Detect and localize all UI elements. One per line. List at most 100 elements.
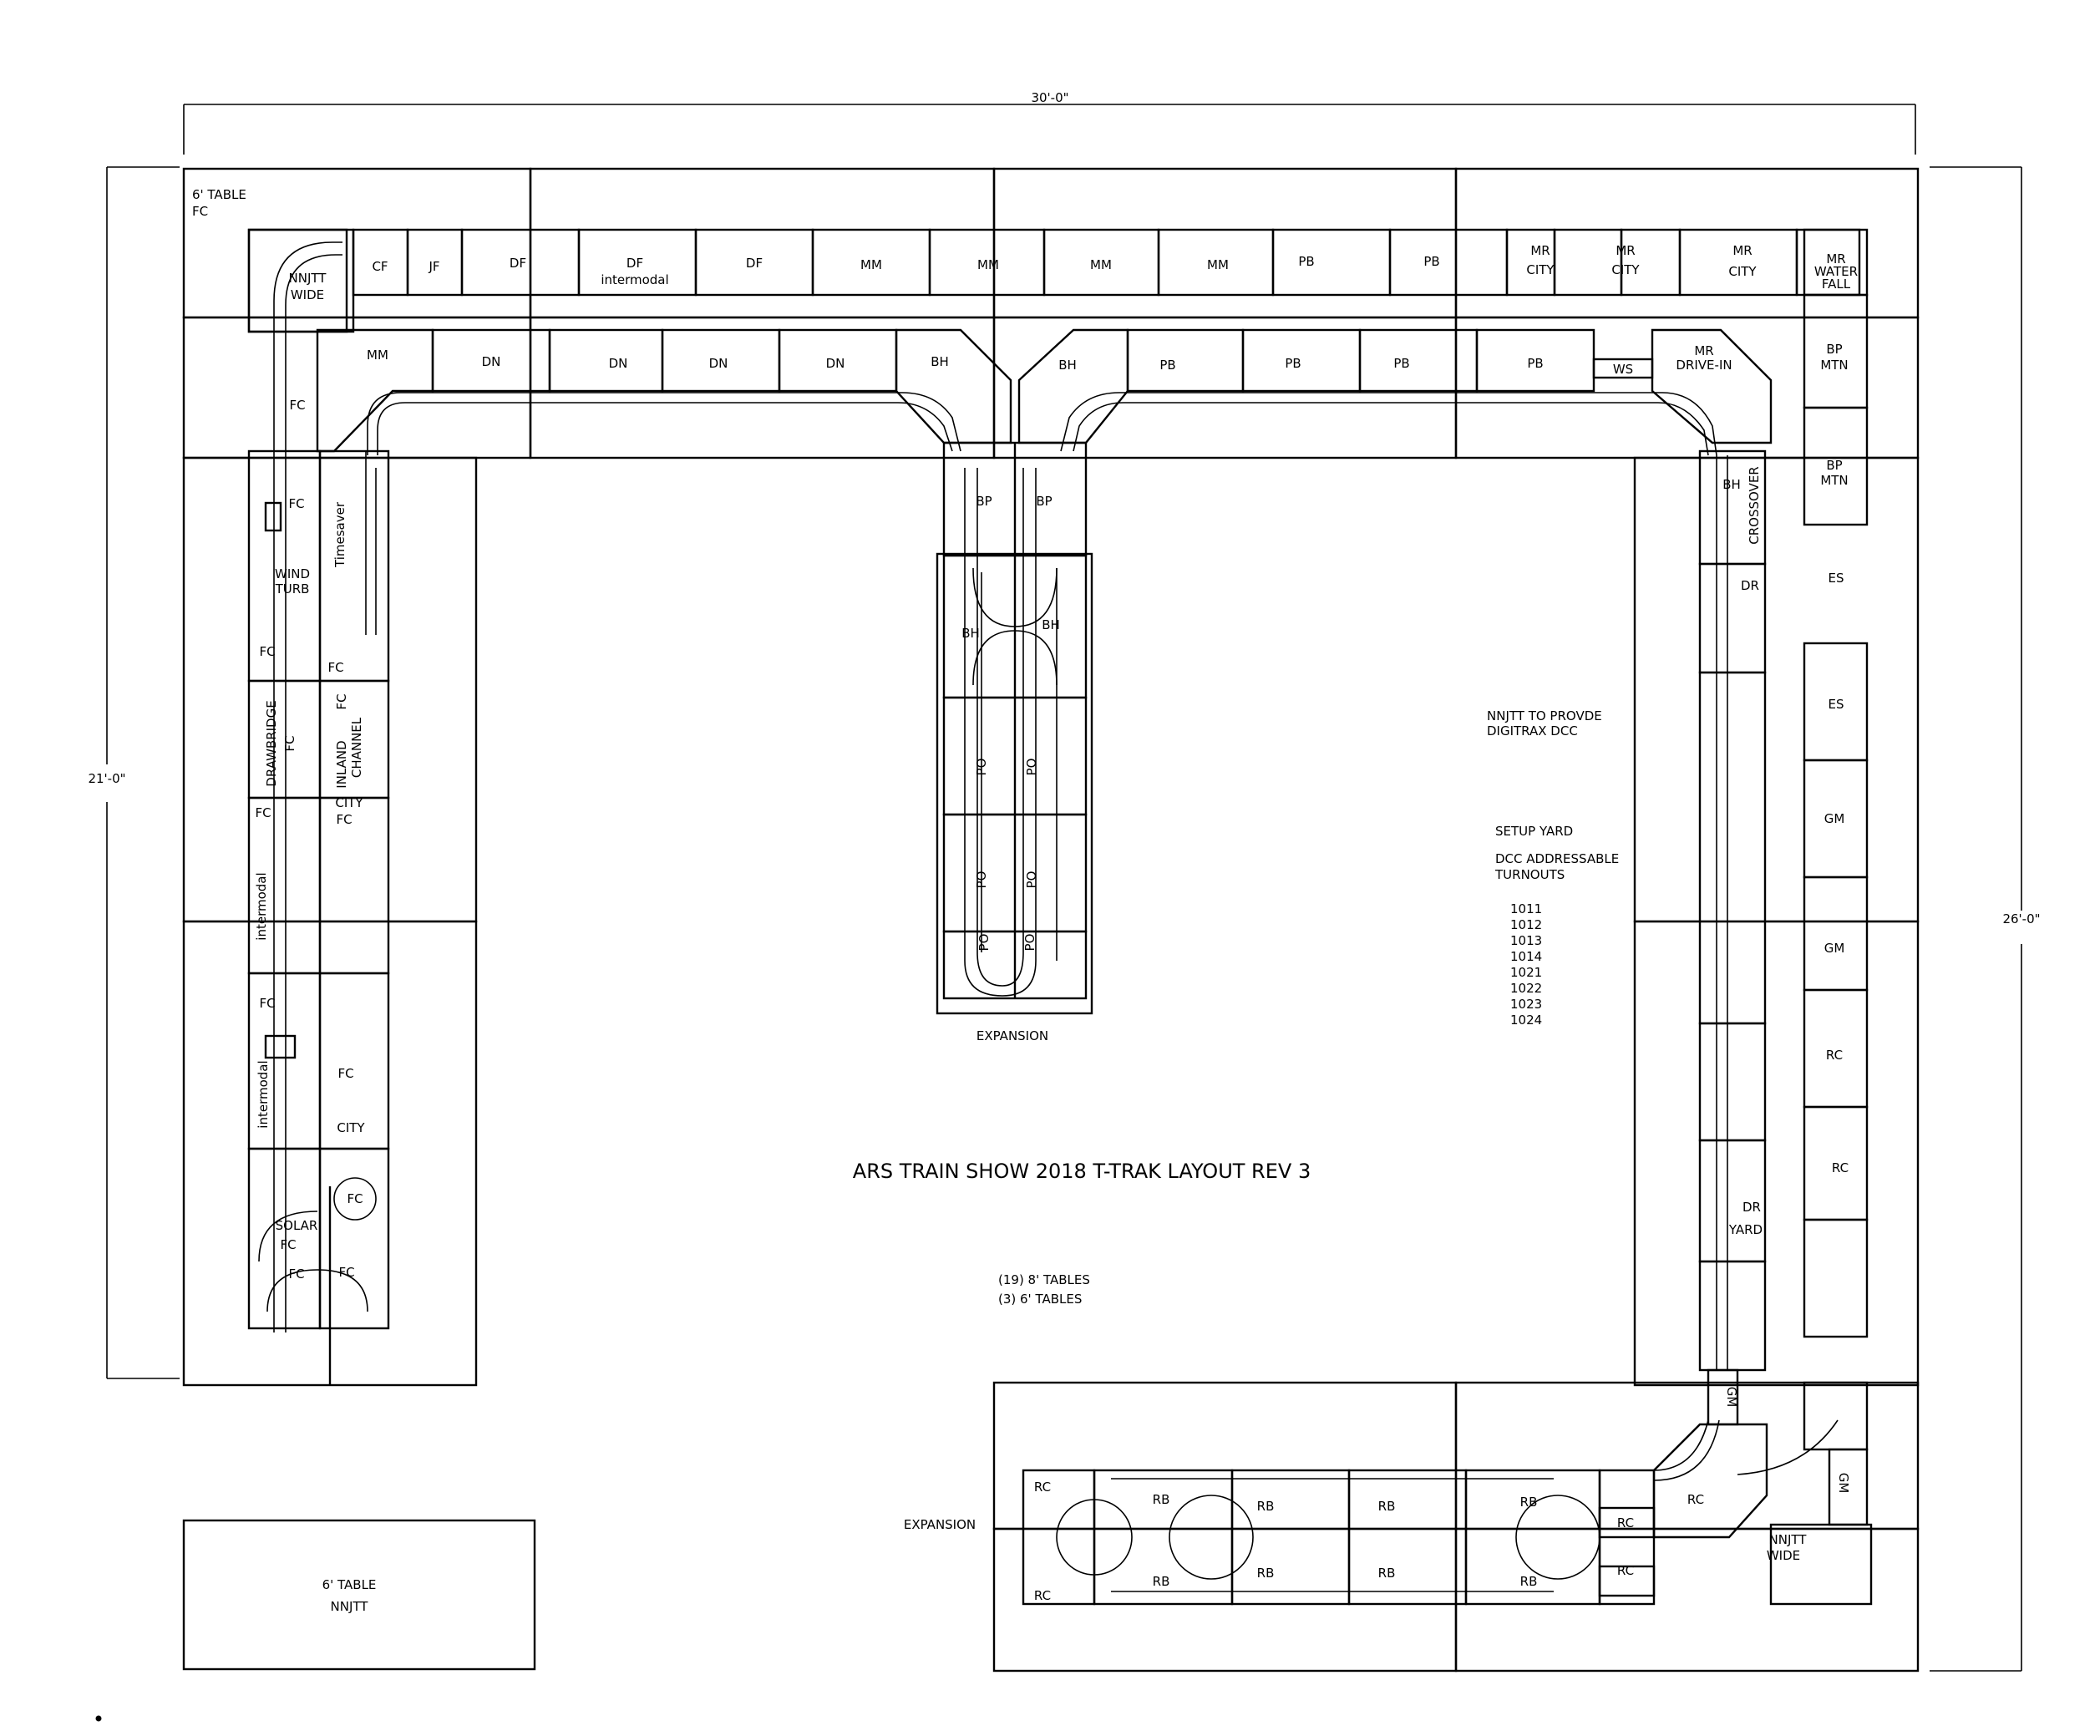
dcc-note-1: NNJTT TO PROVDE xyxy=(1487,708,1602,723)
corner-tr-label: MR xyxy=(1826,251,1845,266)
left-col-label: FC xyxy=(337,1066,353,1081)
right-wall-label: RC xyxy=(1826,1048,1843,1063)
track-lines xyxy=(258,241,1839,1592)
right-col-label: GM xyxy=(1724,1387,1739,1408)
top-row-label: DF xyxy=(510,256,526,271)
left-col-label: FC xyxy=(289,398,305,413)
left-height-dimension: 21'-0" xyxy=(88,771,125,786)
left-col-label: SOLAR xyxy=(276,1218,318,1233)
turnout-address: 1014 xyxy=(1510,949,1542,964)
bottom-table-owner: NNJTT xyxy=(331,1599,369,1614)
second-row-label: PB xyxy=(1527,356,1543,371)
turnout-address: 1013 xyxy=(1510,933,1542,948)
peninsula-label: PO xyxy=(1022,934,1037,952)
top-row-label: intermodal xyxy=(601,272,668,287)
left-col-label: INLAND xyxy=(334,740,349,788)
left-col-label: FC xyxy=(288,496,304,511)
right-wall-label: RC xyxy=(1832,1160,1849,1175)
top-row-label: MR xyxy=(1732,243,1752,258)
right-wall-label: MTN xyxy=(1820,358,1848,373)
module-outlines xyxy=(247,228,1873,1606)
dimension-lines xyxy=(106,104,2022,1672)
left-col-label: FC xyxy=(259,644,275,659)
bottom-row-label: RB xyxy=(1153,1492,1170,1507)
corner-br-label-2: WIDE xyxy=(1767,1548,1800,1563)
top-row-label: MR xyxy=(1530,243,1550,258)
left-col-label: FC xyxy=(259,996,275,1011)
peninsula-label: PO xyxy=(974,871,989,889)
second-row-label: PB xyxy=(1159,358,1175,373)
second-row-label: WS xyxy=(1613,362,1633,377)
turnouts-note-2: TURNOUTS xyxy=(1494,867,1565,882)
top-row-label: MM xyxy=(1090,257,1112,272)
bottom-row-label: RB xyxy=(1257,1499,1275,1514)
right-height-dimension: 26'-0" xyxy=(2002,911,2040,926)
second-row-label: PB xyxy=(1393,356,1409,371)
peninsula-label: PO xyxy=(1024,871,1039,889)
bottom-row-label: RB xyxy=(1257,1566,1275,1581)
right-wall-label: ES xyxy=(1829,571,1844,586)
left-col-label: intermodal xyxy=(256,1060,271,1128)
peninsula-label: BP xyxy=(976,494,992,509)
top-row-label: PB xyxy=(1423,254,1439,269)
left-col-label: FC xyxy=(338,1265,354,1280)
second-row-label: DN xyxy=(482,354,501,369)
right-wall-label: BP xyxy=(1826,342,1842,357)
second-row-label: MR xyxy=(1694,343,1713,358)
bottom-row-label: RC xyxy=(1034,1480,1051,1495)
top-row-label: MM xyxy=(977,257,999,272)
left-col-label: WIND xyxy=(275,566,310,581)
peninsula-label: BP xyxy=(1036,494,1052,509)
left-col-label: DRAWBRIDGE xyxy=(264,700,279,786)
corner-tl-label-1: NNJTT xyxy=(289,271,327,286)
bottom-row-label: RB xyxy=(1378,1566,1396,1581)
left-col-label: FC xyxy=(255,805,271,820)
left-col-label: FC xyxy=(327,660,343,675)
second-row-label: DN xyxy=(709,356,728,371)
corner-br-label-1: NNJTT xyxy=(1769,1532,1808,1547)
table-count-6: (3) 6' TABLES xyxy=(998,1292,1082,1307)
turnouts-note-1: DCC ADDRESSABLE xyxy=(1495,851,1619,866)
left-col-label: FC xyxy=(282,735,297,751)
width-dimension: 30'-0" xyxy=(1031,90,1068,105)
top-row-label: CITY xyxy=(1611,262,1640,277)
expansion-label: EXPANSION xyxy=(976,1028,1048,1043)
right-col-label: BH xyxy=(1722,477,1741,492)
table-count-8: (19) 8' TABLES xyxy=(998,1272,1090,1287)
turnout-address: 1024 xyxy=(1510,1013,1542,1028)
right-wall-label: GM xyxy=(1824,811,1845,826)
second-row-label: DN xyxy=(609,356,628,371)
left-col-label: intermodal xyxy=(254,872,269,940)
peninsula-label: BH xyxy=(1042,617,1060,632)
right-wall-label: MTN xyxy=(1820,473,1848,488)
corner-tr-label: FALL xyxy=(1822,277,1851,292)
dot-mark xyxy=(95,1715,102,1722)
bottom-row-label: RB xyxy=(1378,1499,1396,1514)
left-col-label: CITY xyxy=(337,1120,365,1135)
corner-tl-label-2: WIDE xyxy=(291,287,324,302)
bottom-row-label: RB xyxy=(1153,1574,1170,1589)
top-row-label: CITY xyxy=(1526,262,1555,277)
top-row-label: MM xyxy=(860,257,882,272)
tl-table-owner: FC xyxy=(192,204,208,219)
setup-yard-note: SETUP YARD xyxy=(1495,824,1573,839)
bottom-row-label: RC xyxy=(1687,1492,1704,1507)
turnout-address: 1012 xyxy=(1510,917,1542,932)
left-col-label: FC xyxy=(347,1191,363,1206)
right-wall-label: ES xyxy=(1829,697,1844,712)
right-col-label: CROSSOVER xyxy=(1747,466,1762,544)
top-row-label: CF xyxy=(372,259,388,274)
left-col-label: FC xyxy=(288,1266,304,1282)
peninsula-label: PO xyxy=(976,934,992,952)
bottom-row-label: RC xyxy=(1034,1588,1051,1603)
top-row-label: JF xyxy=(428,259,439,274)
bottom-row-label: RB xyxy=(1520,1574,1538,1589)
layout-title: ARS TRAIN SHOW 2018 T-TRAK LAYOUT REV 3 xyxy=(853,1160,1311,1183)
second-row-label: BH xyxy=(931,354,949,369)
right-wall-label: GM xyxy=(1836,1473,1851,1494)
left-col-label: Timesaver xyxy=(332,501,347,568)
top-row-label: DF xyxy=(746,256,763,271)
left-col-label: FC xyxy=(280,1237,296,1252)
left-col-label: CHANNEL xyxy=(349,717,364,778)
